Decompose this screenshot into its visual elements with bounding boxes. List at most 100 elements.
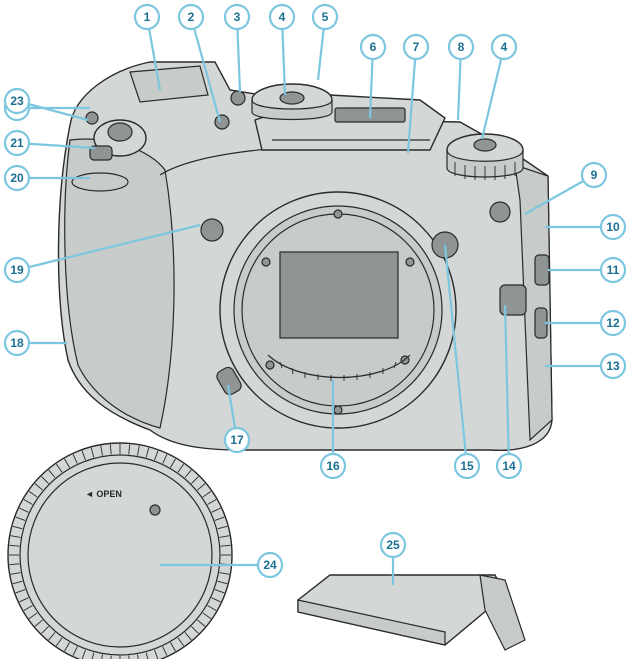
- callout-1: 1: [133, 3, 162, 91]
- image-sensor: [279, 251, 399, 339]
- callout-number: 19: [10, 263, 24, 277]
- callout-circle: [311, 3, 339, 31]
- body-cap: ◄ OPEN: [7, 442, 233, 659]
- callout-number: 12: [606, 316, 620, 330]
- callout-10: 10: [545, 213, 627, 241]
- callout-number: 23: [10, 94, 24, 108]
- callout-circle: [177, 3, 205, 31]
- callout-circle: [319, 452, 347, 480]
- callout-15: 15: [443, 244, 481, 480]
- callout-number: 25: [386, 538, 400, 552]
- callout-2: 2: [177, 3, 222, 123]
- callout-number: 18: [10, 336, 24, 350]
- callout-number: 4: [501, 40, 508, 54]
- callout-number: 15: [460, 459, 474, 473]
- body-cap-open-label: ◄ OPEN: [85, 489, 122, 499]
- callout-leader-line: [443, 244, 469, 467]
- callout-leader-line: [406, 46, 418, 154]
- callout-8: 8: [447, 33, 475, 121]
- callout-3: 3: [223, 3, 251, 93]
- callout-number: 14: [502, 459, 516, 473]
- callout-circle: [3, 256, 31, 284]
- callout-circle: [3, 129, 31, 157]
- exposure-comp-button: [214, 114, 230, 130]
- callout-labels: 1234567849101112131415161718192021222324…: [3, 3, 627, 585]
- callout-leader-line: [16, 223, 201, 272]
- callout-number: 24: [263, 558, 277, 572]
- callout-7: 7: [402, 33, 430, 154]
- callout-17: 17: [223, 384, 251, 454]
- front-command-dial: [71, 172, 129, 192]
- callout-20: 20: [3, 164, 90, 192]
- on-off-switch: [89, 145, 113, 161]
- callout-circle: [223, 426, 251, 454]
- callout-9: 9: [524, 161, 608, 215]
- callout-circle: [453, 452, 481, 480]
- callout-number: 16: [326, 459, 340, 473]
- callout-12: 12: [545, 309, 627, 337]
- callout-number: 7: [413, 40, 420, 54]
- callout-circle: [268, 3, 296, 31]
- callout-circle: [599, 213, 627, 241]
- callout-25: 25: [379, 531, 407, 585]
- callout-4: 4: [268, 3, 296, 96]
- callout-number: 9: [591, 168, 598, 182]
- callout-number: 10: [606, 220, 620, 234]
- callout-24: 24: [160, 551, 284, 579]
- callout-number: 20: [10, 171, 24, 185]
- callout-number: 5: [322, 10, 329, 24]
- callout-circle: [490, 33, 518, 61]
- callout-13: 13: [545, 352, 627, 380]
- callout-6: 6: [359, 33, 387, 119]
- callout-4: 4: [480, 33, 518, 140]
- shutter-speed-dial: [251, 83, 333, 121]
- sub-lcd-monitor: [129, 65, 209, 103]
- callout-number: 2: [188, 10, 195, 24]
- callout-leader-line: [480, 46, 506, 140]
- callout-circle: [3, 164, 31, 192]
- movie-record-button: [85, 111, 99, 125]
- callout-number: 21: [10, 136, 24, 150]
- callout-18: 18: [3, 329, 67, 357]
- callout-21: 21: [3, 129, 96, 157]
- callout-11: 11: [548, 256, 627, 284]
- callout-circle: [3, 329, 31, 357]
- callout-circle: [447, 33, 475, 61]
- callout-circle: [223, 3, 251, 31]
- callout-circle: [599, 309, 627, 337]
- callout-leader-line: [503, 304, 511, 467]
- callout-number: 1: [144, 10, 151, 24]
- callout-circle: [379, 531, 407, 559]
- callout-circle: [359, 33, 387, 61]
- callout-14: 14: [495, 304, 523, 480]
- callout-number: 4: [279, 10, 286, 24]
- hot-shoe-cover: [297, 574, 526, 651]
- callout-leader-line: [189, 16, 222, 123]
- function-button: [230, 90, 246, 106]
- af-assist-lamp: [200, 218, 224, 242]
- callout-23: 23: [3, 87, 89, 122]
- callout-number: 6: [370, 40, 377, 54]
- callout-number: 13: [606, 359, 620, 373]
- callout-circle: [402, 33, 430, 61]
- callout-number: 3: [234, 10, 241, 24]
- callout-number: 17: [230, 433, 244, 447]
- callout-number: 8: [458, 40, 465, 54]
- callout-16: 16: [319, 380, 347, 480]
- focus-mode-selector: [216, 366, 242, 396]
- callout-19: 19: [3, 223, 201, 284]
- callout-circle: [133, 3, 161, 31]
- callout-5: 5: [311, 3, 339, 81]
- iso-dial: [446, 133, 524, 180]
- callout-circle: [580, 161, 608, 189]
- lens-mount: [219, 191, 457, 429]
- callout-number: 11: [607, 263, 620, 277]
- callout-circle: [495, 452, 523, 480]
- callout-circle: [3, 87, 31, 115]
- callout-circle: [599, 352, 627, 380]
- callout-circle: [599, 256, 627, 284]
- callout-circle: [256, 551, 284, 579]
- callout-leader-line: [524, 174, 595, 215]
